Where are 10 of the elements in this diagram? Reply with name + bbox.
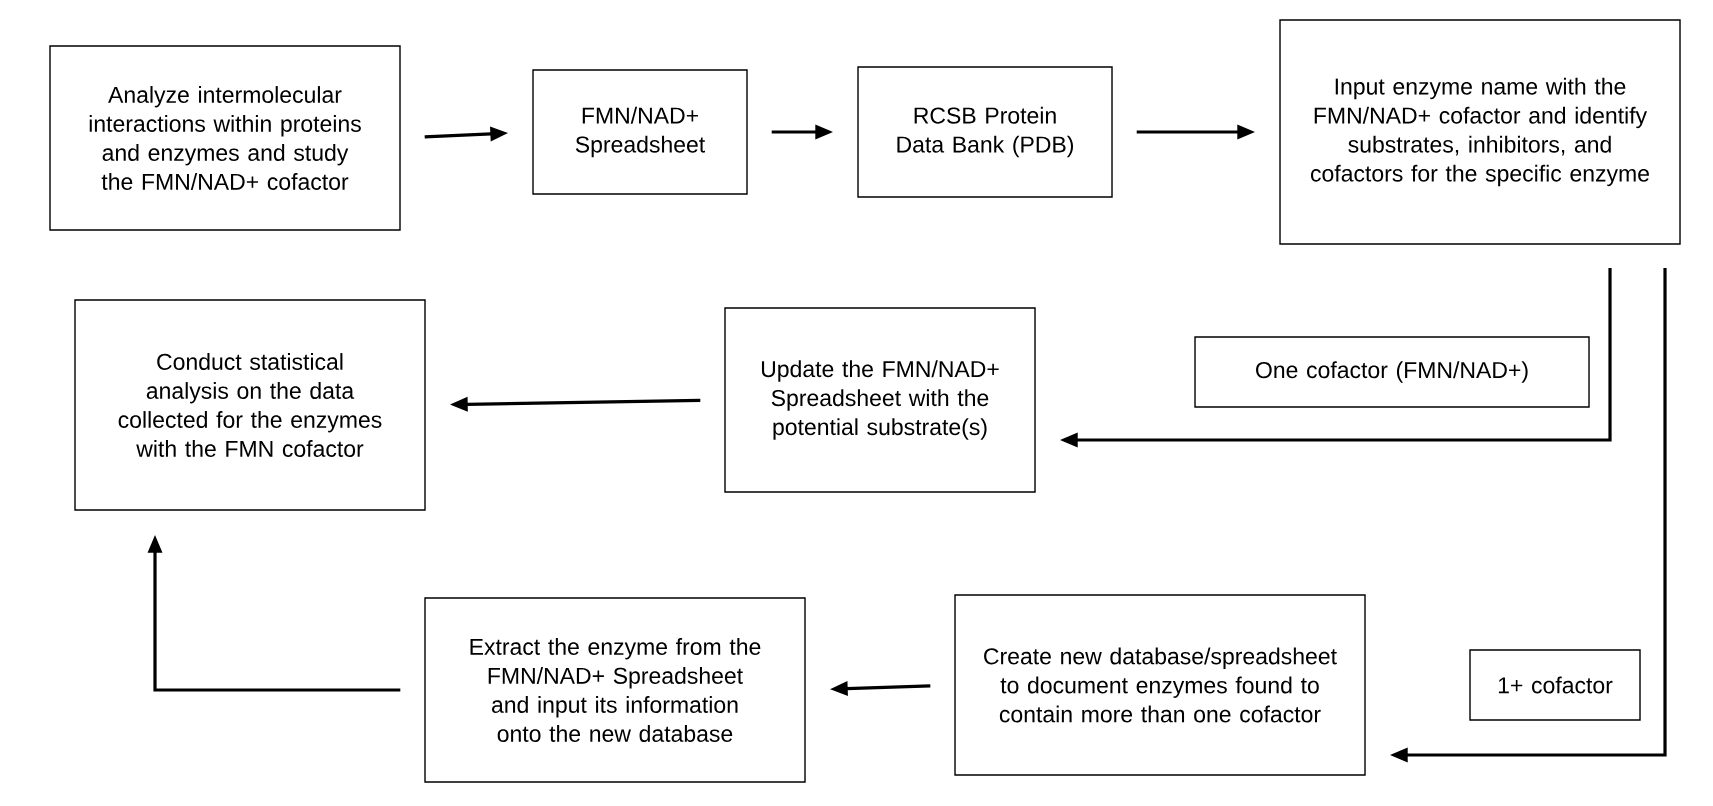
condition-box: 1+ cofactor [1469, 649, 1641, 721]
process-box: Extract the enzyme from the FMN/NAD+ Spreadsheet and input its information onto the new database [424, 597, 806, 783]
process-box: RCSB Protein Data Bank (PDB) [857, 66, 1113, 198]
condition-box: One cofactor (FMN/NAD+) [1194, 336, 1590, 408]
process-box: Analyze intermolecular interactions within proteins and enzymes and study the FMN/NAD+ cofactor [49, 45, 401, 231]
process-box: FMN/NAD+ Spreadsheet [532, 69, 748, 195]
process-box: Input enzyme name with the FMN/NAD+ cofactor and identify substrates, inhibitors, and cofactors for the specific enzyme [1279, 19, 1681, 245]
process-box: Create new database/spreadsheet to document enzymes found to contain more than one cofactor [954, 594, 1366, 776]
process-box: Conduct statistical analysis on the data collected for the enzymes with the FMN cofactor [74, 299, 426, 511]
process-box: Update the FMN/NAD+ Spreadsheet with the potential substrate(s) [724, 307, 1036, 493]
